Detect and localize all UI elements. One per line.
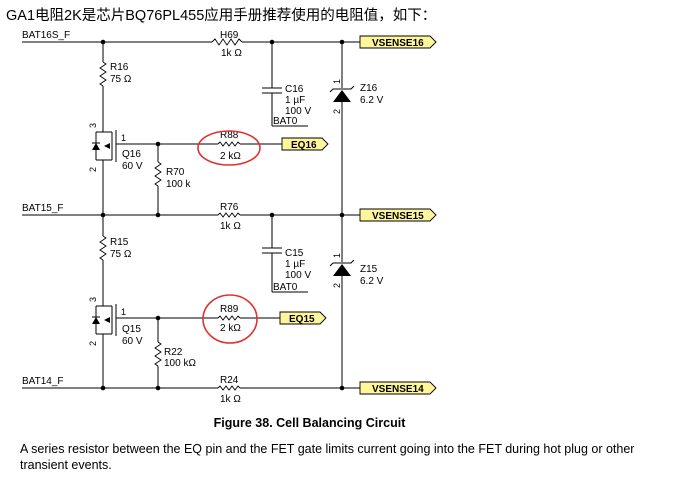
r76-value: 1k Ω (220, 221, 241, 232)
r89-value: 2 kΩ (220, 323, 241, 334)
z16-ref: Z16 (360, 83, 378, 94)
vsense15-label: VSENSE15 (372, 211, 424, 222)
r89-highlight-circle (202, 294, 258, 344)
r70-value: 100 k (166, 179, 191, 190)
r24-resistor-symbol (217, 385, 241, 391)
r89-resistor-symbol (217, 315, 241, 321)
r16-resistor-symbol (99, 61, 107, 87)
eq16-label: EQ16 (291, 140, 317, 151)
r76-resistor-symbol (217, 212, 241, 218)
r88-value: 2 kΩ (220, 151, 241, 162)
z15-value: 6.2 V (360, 276, 384, 287)
r22-ref: R22 (164, 347, 183, 358)
vsense14-label: VSENSE14 (372, 384, 424, 395)
q15-pin3: 3 (88, 297, 98, 302)
page-heading: GA1电阻2K是芯片BQ76PL455应用手册推荐使用的电阻值，如下： (6, 8, 437, 24)
figure-caption: Figure 38. Cell Balancing Circuit (0, 416, 699, 430)
junction-dot (155, 212, 161, 218)
c15-ref: C15 (285, 248, 304, 259)
vsense14-tag (359, 381, 437, 395)
h69-value: 1k Ω (221, 48, 242, 59)
z16-value: 6.2 V (360, 95, 384, 106)
eq15-tag (279, 311, 327, 325)
r76-ref: R76 (220, 202, 239, 213)
q16-value: 60 V (122, 161, 143, 172)
vsense16-label: VSENSE16 (372, 38, 424, 49)
z15-pin2: 2 (332, 283, 342, 288)
r22-resistor-symbol (154, 341, 162, 367)
c15-value: 1 µF (285, 259, 305, 270)
c16-ref: C16 (285, 84, 304, 95)
q15-value: 60 V (122, 336, 143, 347)
r16-value: 75 Ω (110, 74, 132, 85)
c16-bat0-net: BAT0 (273, 116, 298, 127)
junction-dot (100, 385, 106, 391)
net-label-bat16s: BAT16S_F (22, 30, 70, 41)
figure-caption-text: Figure 38. Cell Balancing Circuit (213, 416, 406, 430)
c15-voltage: 100 V (285, 270, 311, 281)
z16-pin2: 2 (332, 109, 342, 114)
r15-ref: R15 (110, 237, 129, 248)
vsense15-tag (359, 208, 437, 222)
r70-ref: R70 (166, 167, 185, 178)
vsense16-tag (359, 35, 437, 49)
r88-resistor-symbol (217, 141, 241, 147)
z15-ref: Z15 (360, 264, 378, 275)
q15-ref: Q15 (122, 324, 141, 335)
c16-value: 1 µF (285, 95, 305, 106)
z15-pin1: 1 (332, 253, 342, 258)
z15-zener-symbol (329, 259, 355, 276)
q15-pin1: 1 (121, 307, 126, 317)
c15-bat0-net: BAT0 (273, 282, 298, 293)
z16-zener-symbol (329, 85, 355, 102)
explanatory-note: A series resistor between the EQ pin and… (20, 442, 635, 472)
q16-pin3: 3 (88, 123, 98, 128)
net-label-bat15: BAT15_F (22, 203, 64, 214)
eq15-label: EQ15 (289, 314, 315, 325)
q16-ref: Q16 (122, 149, 141, 160)
r22-value: 100 kΩ (164, 358, 196, 369)
q16-pin2: 2 (88, 167, 98, 172)
r15-resistor-symbol (99, 235, 107, 261)
r24-ref: R24 (220, 375, 239, 386)
r89-ref: R89 (220, 304, 239, 315)
h69-resistor-symbol (211, 38, 243, 46)
net-label-bat14: BAT14_F (22, 376, 64, 387)
junction-dot (155, 385, 161, 391)
r24-value: 1k Ω (220, 394, 241, 405)
h69-ref: H69 (220, 30, 239, 41)
r15-value: 75 Ω (110, 249, 132, 260)
q16-pin1: 1 (121, 133, 126, 143)
eq16-tag (281, 137, 329, 151)
r70-resistor-symbol (154, 161, 162, 187)
c16-voltage: 100 V (285, 106, 311, 117)
q15-pin2: 2 (88, 341, 98, 346)
q16-mosfet-symbol (92, 130, 140, 162)
r88-ref: R88 (220, 130, 239, 141)
junction-dot (339, 385, 345, 391)
q15-mosfet-symbol (92, 304, 140, 336)
r16-ref: R16 (110, 62, 129, 73)
z16-pin1: 1 (332, 79, 342, 84)
r88-highlight-circle (197, 130, 261, 166)
